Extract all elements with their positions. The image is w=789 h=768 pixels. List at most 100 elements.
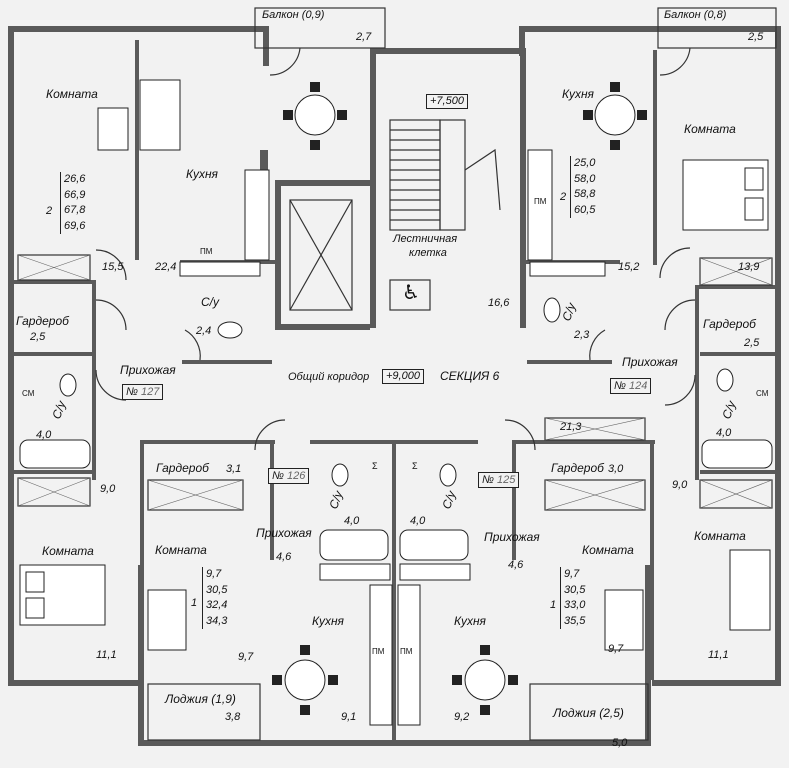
- apt126-kitchen-label: Кухня: [312, 614, 344, 628]
- apt127-kitchen-area: 22,4: [155, 261, 177, 273]
- apt127-room-count: 2: [46, 205, 53, 217]
- apt127-hall-label: Прихожая: [120, 363, 176, 377]
- balcony-right-area: 2,5: [748, 31, 764, 43]
- stair-label-line2: клетка: [409, 247, 447, 259]
- apt124-room-label: Комната: [684, 122, 736, 136]
- apt125-room-count: 1: [550, 599, 557, 611]
- apt127-bath2-area: 4,0: [36, 429, 52, 441]
- corridor-area: 21,3: [560, 421, 582, 433]
- apt126-hall-label: Прихожая: [256, 526, 312, 540]
- apt124-kitchen-label: Кухня: [562, 87, 594, 101]
- apt126-bath-area: 4,0: [344, 515, 360, 527]
- stove-mark-127: ПМ: [200, 247, 213, 256]
- apt127-ward-label: Гардероб: [16, 314, 69, 328]
- sink-mark-125: Σ: [412, 461, 418, 471]
- kitchen-counter-126: [319, 563, 393, 726]
- bathtub-127: [19, 439, 91, 469]
- corridor-level-mark: +9,000: [382, 369, 424, 384]
- apt124-bath2-area: 4,0: [716, 427, 732, 439]
- bathtub-125: [399, 529, 469, 561]
- apt127-area-stack: 26,6 66,9 67,8 69,6: [60, 172, 85, 234]
- stair-area: 16,6: [488, 297, 510, 309]
- stove-mark-125: ПМ: [400, 647, 413, 656]
- corridor-label: Общий коридор: [288, 371, 370, 383]
- apt126-room-count: 1: [191, 597, 198, 609]
- sofa-124: [729, 549, 771, 631]
- apt125-ward-label: Гардероб: [551, 461, 604, 475]
- sofa-125: [604, 589, 644, 651]
- apt127-hall-area: 9,0: [100, 483, 116, 495]
- apt125-area-stack: 9,7 30,5 33,0 35,5: [560, 567, 585, 629]
- apt125-bath-area: 4,0: [410, 515, 426, 527]
- apt127-room-label: Комната: [46, 87, 98, 101]
- apt126-ward-label: Гардероб: [156, 461, 209, 475]
- kitchen-table-124: [583, 82, 647, 150]
- apt126-area-stack: 9,7 30,5 32,4 34,3: [202, 567, 227, 629]
- apt125-area-total3: 35,5: [564, 614, 586, 627]
- apt127-area-total3: 69,6: [64, 219, 86, 232]
- kitchen-counter-127: [179, 169, 270, 277]
- bathtub-124: [701, 439, 773, 469]
- apt124-room-area: 13,9: [738, 261, 760, 273]
- stair-label-line1: Лестничная: [393, 233, 458, 245]
- apt126-area-total3: 34,3: [206, 614, 228, 627]
- section-label: СЕКЦИЯ 6: [440, 369, 500, 383]
- apt124-area-total3: 60,5: [574, 203, 596, 216]
- loggia-right-area: 5,0: [612, 737, 628, 749]
- apt126-area-total: 30,5: [206, 583, 228, 596]
- accessible-icon: ♿: [402, 282, 420, 304]
- loggia-left: [147, 683, 261, 741]
- apt126-hall-area: 4,6: [276, 551, 292, 563]
- staircase: [389, 119, 501, 311]
- stove-mark-126: ПМ: [372, 647, 385, 656]
- loggia-left-area: 3,8: [225, 711, 241, 723]
- balcony-right-label: Балкон (0,8): [664, 9, 727, 21]
- apt125-room-area: 9,7: [608, 643, 624, 655]
- apt124-hall-label: Прихожая: [622, 355, 678, 369]
- apt124-area-total: 58,0: [574, 172, 596, 185]
- apt124-hall-area: 9,0: [672, 479, 688, 491]
- kitchen-table-126: [272, 645, 338, 715]
- washer-mark-127: СМ: [22, 389, 35, 398]
- apt124-room2-area: 11,1: [708, 649, 729, 661]
- apt127-bath-area: 2,4: [196, 325, 212, 337]
- loggia-left-label: Лоджия (1,9): [165, 692, 236, 706]
- balcony-right: [657, 7, 777, 49]
- apt127-room-area: 15,5: [102, 261, 124, 273]
- apt125-hall-label: Прихожая: [484, 530, 540, 544]
- apt124-kitchen-area: 15,2: [618, 261, 640, 273]
- apt127-number: № 127: [122, 384, 164, 400]
- apt127-ward-area: 2,5: [30, 331, 46, 343]
- apt126-room-label: Комната: [155, 543, 207, 557]
- apt127-room2-area: 11,1: [96, 649, 117, 661]
- balcony-left-label: Балкон (0,9): [262, 9, 325, 21]
- apt124-area-stack: 25,0 58,0 58,8 60,5: [570, 156, 595, 218]
- stove-mark-124: ПМ: [534, 197, 547, 206]
- apt124-area-total2: 58,8: [574, 188, 596, 200]
- apt126-area-total2: 32,4: [206, 599, 228, 611]
- balcony-left-area: 2,7: [356, 31, 372, 43]
- apt127-kitchen-label: Кухня: [186, 167, 218, 181]
- sofa-126: [147, 589, 187, 651]
- apt124-ward-label: Гардероб: [703, 317, 756, 331]
- bed-124: [682, 159, 769, 231]
- apt125-number: № 125: [478, 472, 520, 488]
- apt126-area-living: 9,7: [206, 568, 222, 580]
- stair-level-mark: +7,500: [426, 94, 468, 109]
- washer-mark-124: СМ: [756, 389, 769, 398]
- bed-127: [19, 564, 106, 626]
- apt124-room-count: 2: [560, 191, 567, 203]
- sink-mark-126: Σ: [372, 461, 378, 471]
- apt124-ward-area: 2,5: [744, 337, 760, 349]
- apt125-area-total: 30,5: [564, 583, 586, 596]
- apt125-kitchen-area: 9,2: [454, 711, 470, 723]
- apt127-room2-label: Комната: [42, 544, 94, 558]
- apt125-area-total2: 33,0: [564, 599, 586, 611]
- apt127-area-total2: 67,8: [64, 204, 86, 216]
- apt127-area-total: 66,9: [64, 188, 86, 201]
- bathtub-126: [319, 529, 389, 561]
- apt125-ward-area: 3,0: [608, 463, 624, 475]
- lift-shaft: [289, 199, 353, 311]
- balcony-left: [254, 7, 386, 49]
